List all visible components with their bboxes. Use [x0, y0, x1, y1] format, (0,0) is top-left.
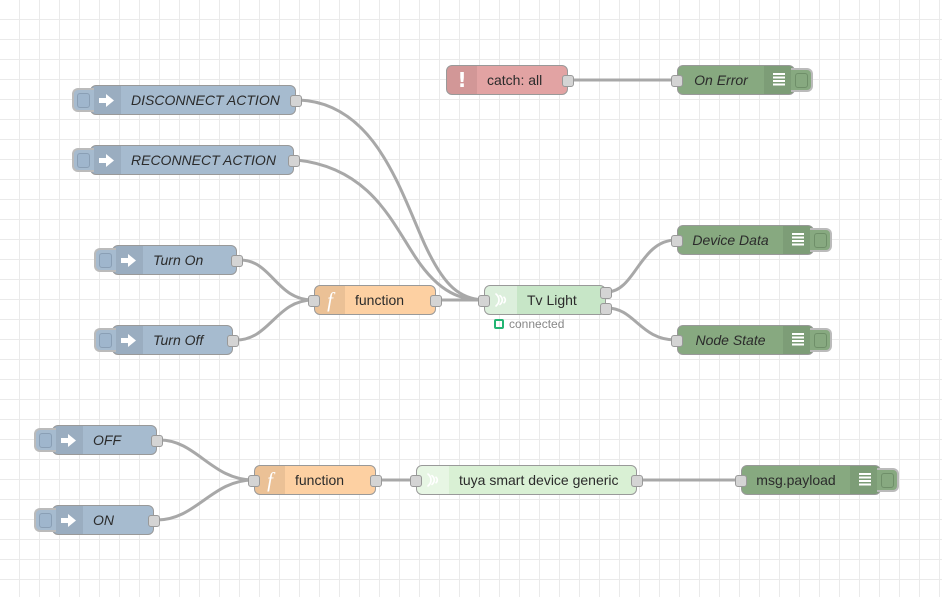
node-label: OFF — [93, 432, 121, 448]
debug-lines-icon — [783, 226, 813, 254]
status-label: connected — [509, 317, 565, 331]
input-port[interactable] — [478, 295, 490, 307]
node-turn-on[interactable]: Turn On — [94, 245, 243, 275]
exclamation-icon: ! — [447, 66, 477, 94]
wire-on-to-function-bottom — [155, 478, 255, 522]
output-port[interactable] — [430, 295, 442, 307]
function-f-icon: f — [255, 466, 285, 494]
debug-toggle-button-device-data[interactable] — [810, 228, 832, 252]
node-device-data[interactable]: Device Data — [671, 225, 832, 255]
inject-arrow-icon — [53, 426, 83, 454]
output-port[interactable] — [562, 75, 574, 87]
inject-arrow-icon — [91, 86, 121, 114]
node-off[interactable]: OFF — [34, 425, 163, 455]
node-label: On Error — [694, 72, 748, 88]
node-label: ON — [93, 512, 114, 528]
inject-arrow-icon — [113, 246, 143, 274]
debug-lines-icon — [783, 326, 813, 354]
debug-toggle-button-node-state[interactable] — [810, 328, 832, 352]
output-port[interactable] — [231, 255, 243, 267]
wifi-signal-icon — [485, 286, 517, 314]
status-tv-light: connected — [494, 317, 564, 331]
output-port-2[interactable] — [600, 303, 612, 315]
output-port[interactable] — [288, 155, 300, 167]
output-port[interactable] — [370, 475, 382, 487]
node-label: Device Data — [692, 232, 769, 248]
output-port-1[interactable] — [600, 287, 612, 299]
inject-button-turn-off[interactable] — [94, 328, 116, 352]
input-port[interactable] — [248, 475, 260, 487]
node-catch-all[interactable]: ! catch: all — [446, 65, 574, 95]
debug-lines-icon — [764, 66, 794, 94]
wire-reconnect-to-tvlight — [295, 158, 485, 302]
node-on-error[interactable]: On Error — [671, 65, 813, 95]
input-port[interactable] — [671, 75, 683, 87]
node-label: Turn On — [153, 252, 204, 268]
node-on[interactable]: ON — [34, 505, 160, 535]
input-port[interactable] — [308, 295, 320, 307]
inject-arrow-icon — [53, 506, 83, 534]
wire-turnoff-to-function-top — [234, 298, 315, 342]
inject-button-off[interactable] — [34, 428, 56, 452]
node-reconnect-action[interactable]: RECONNECT ACTION — [72, 145, 300, 175]
input-port[interactable] — [735, 475, 747, 487]
node-function-top[interactable]: f function — [308, 285, 442, 315]
node-label: msg.payload — [756, 472, 836, 488]
inject-button-turn-on[interactable] — [94, 248, 116, 272]
debug-lines-icon — [850, 466, 880, 494]
debug-toggle-button-on-error[interactable] — [791, 68, 813, 92]
input-port[interactable] — [410, 475, 422, 487]
node-tv-light[interactable]: Tv Light — [478, 285, 612, 315]
output-port[interactable] — [151, 435, 163, 447]
inject-button-on[interactable] — [34, 508, 56, 532]
inject-button-reconnect-action[interactable] — [72, 148, 94, 172]
inject-button-disconnect-action[interactable] — [72, 88, 94, 112]
debug-toggle-button-msg-payload[interactable] — [877, 468, 899, 492]
output-port[interactable] — [227, 335, 239, 347]
output-port[interactable] — [290, 95, 302, 107]
output-port[interactable] — [631, 475, 643, 487]
status-indicator-icon — [494, 319, 504, 329]
input-port[interactable] — [671, 235, 683, 247]
node-function-bottom[interactable]: f function — [248, 465, 382, 495]
wire-tvlight-to-devicedata — [605, 238, 678, 294]
node-tuya-smart-device-generic[interactable]: tuya smart device generic — [410, 465, 643, 495]
input-port[interactable] — [671, 335, 683, 347]
inject-arrow-icon — [91, 146, 121, 174]
node-label: Tv Light — [527, 292, 577, 308]
node-label: tuya smart device generic — [459, 472, 619, 488]
node-msg-payload[interactable]: msg.payload — [735, 465, 899, 495]
node-node-state[interactable]: Node State — [671, 325, 832, 355]
output-port[interactable] — [148, 515, 160, 527]
wifi-signal-icon — [417, 466, 449, 494]
wire-disconnect-to-tvlight — [297, 98, 485, 302]
node-label: DISCONNECT ACTION — [131, 92, 280, 108]
wire-turnon-to-function-top — [238, 258, 315, 302]
inject-arrow-icon — [113, 326, 143, 354]
node-label: RECONNECT ACTION — [131, 152, 276, 168]
node-label: function — [355, 292, 405, 308]
node-disconnect-action[interactable]: DISCONNECT ACTION — [72, 85, 302, 115]
wire-tvlight-to-nodestate — [605, 306, 678, 342]
node-label: Node State — [695, 332, 766, 348]
wire-off-to-function-bottom — [158, 438, 255, 482]
node-turn-off[interactable]: Turn Off — [94, 325, 239, 355]
node-label: catch: all — [487, 72, 543, 88]
node-label: function — [295, 472, 345, 488]
node-label: Turn Off — [153, 332, 204, 348]
